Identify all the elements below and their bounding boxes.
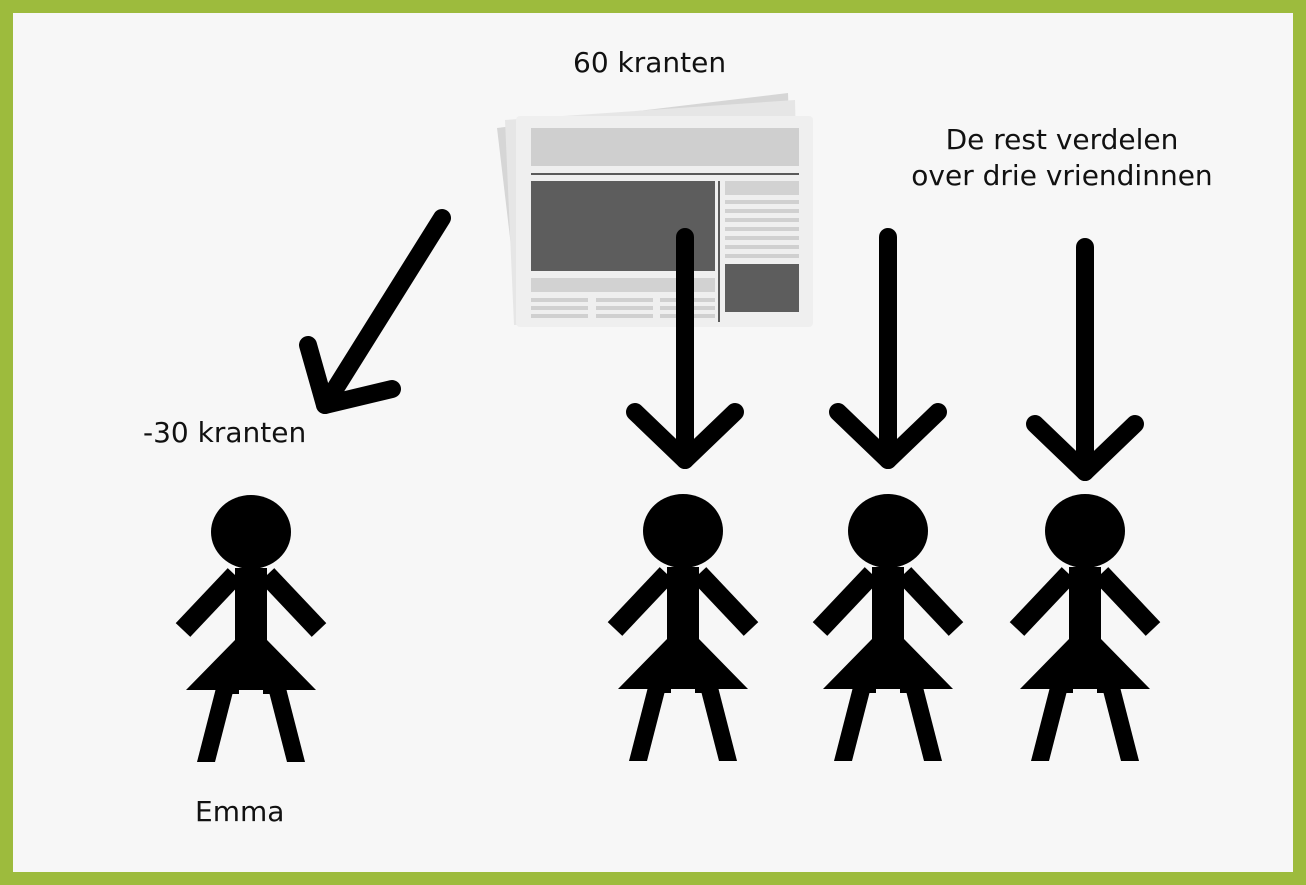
friend-2-figure-icon [820, 494, 956, 761]
rest-line-1: De rest verdelen [945, 123, 1179, 156]
arrow-down-3-icon [1026, 238, 1144, 481]
minus-newspapers-label: -30 kranten [143, 416, 307, 449]
rest-distribution-label: De rest verdelen over drie vriendinnen [884, 122, 1240, 195]
emma-figure-icon [183, 495, 319, 762]
total-newspapers-label: 60 kranten [573, 46, 727, 79]
newspaper-icon [497, 93, 813, 327]
friend-3-figure-icon [1017, 494, 1153, 761]
arrow-to-emma-icon [299, 209, 451, 414]
arrow-down-2-icon [829, 228, 947, 469]
rest-line-2: over drie vriendinnen [911, 159, 1213, 193]
arrow-down-1-icon [626, 228, 744, 469]
emma-name-label: Emma [195, 795, 285, 828]
friend-1-figure-icon [615, 494, 751, 761]
